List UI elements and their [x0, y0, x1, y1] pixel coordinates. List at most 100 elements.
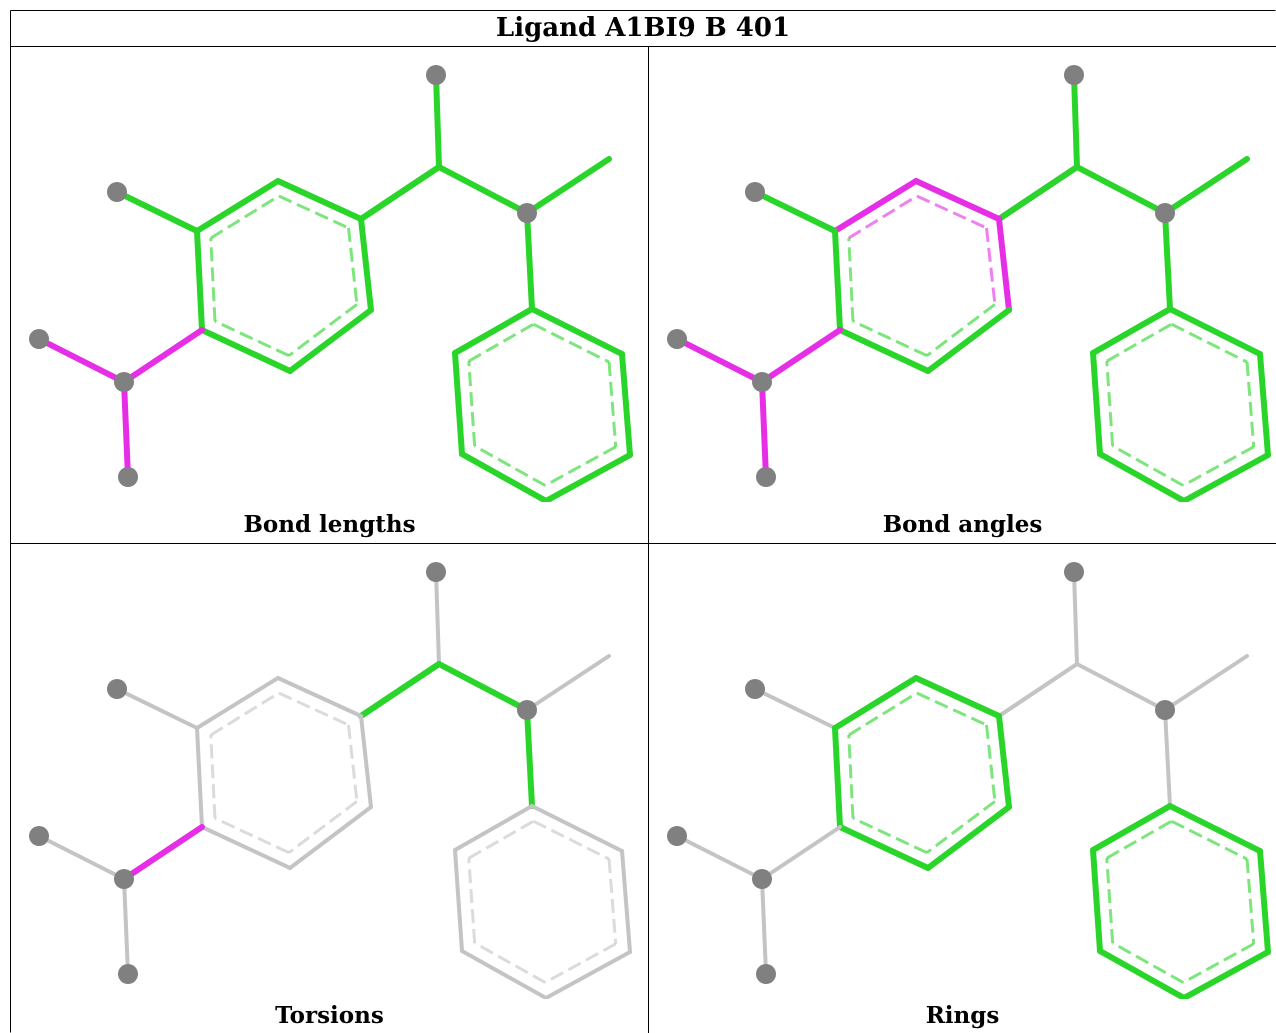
atom-h1 [29, 826, 49, 846]
aromatic-dash-b_r_3 [925, 303, 996, 357]
atom-h1 [29, 329, 49, 349]
aromatic-dash-b_s_4 [1105, 858, 1115, 944]
bond-b_s_3 [1097, 948, 1187, 999]
bond-b_s_5 [453, 804, 534, 852]
bond-b_r_0 [832, 675, 919, 731]
bond-b_h2 [121, 379, 131, 480]
bond-b_s_3 [459, 451, 549, 502]
aromatic-dash-b_r_5 [209, 237, 217, 322]
bond-b_c2 [1074, 164, 1168, 216]
aromatic-dash-b_r_4 [852, 816, 928, 854]
bond-b_c3 [1162, 156, 1250, 216]
bond-b_m1 [752, 189, 838, 234]
bond-b_c2 [436, 661, 530, 713]
bond-b_r_2 [996, 713, 1012, 810]
aromatic-dash-b_r_4 [214, 816, 290, 854]
atom-m1 [745, 182, 765, 202]
bond-b_s_1 [1257, 848, 1271, 955]
bond-b_r_4 [837, 327, 931, 374]
figure-frame: Ligand A1BI9 B 401 Bond lengths Bond ang… [10, 10, 1276, 1033]
atom-c4 [1155, 203, 1175, 223]
bond-b_s_0 [529, 306, 625, 357]
bond-b_h0 [760, 825, 842, 881]
bond-b_x2 [996, 164, 1080, 222]
bond-b_r_4 [837, 824, 931, 871]
aromatic-dash-b_s_2 [1182, 445, 1255, 487]
aromatic-dash-b_s_0 [1170, 819, 1248, 861]
atom-h2 [756, 964, 776, 984]
bond-b_r_3 [925, 307, 1012, 374]
panel-bond-lengths: Bond lengths [11, 47, 648, 543]
bond-b_s_0 [530, 804, 624, 853]
bond-b_s_3 [460, 949, 548, 999]
aromatic-dash-b_r_0 [209, 194, 280, 240]
bond-b_s_3 [1097, 451, 1187, 502]
bond-b_c3 [1163, 654, 1249, 712]
bond-b_r_4 [200, 825, 292, 870]
aromatic-dash-b_s_5 [468, 819, 535, 860]
bond-b_r_2 [358, 216, 374, 313]
atom-h2 [118, 964, 138, 984]
aromatic-dash-b_r_0 [209, 691, 280, 737]
bond-b_r_3 [288, 805, 373, 870]
bond-b_s_2 [544, 950, 632, 999]
aromatic-dash-b_r_1 [278, 691, 350, 727]
aromatic-dash-b_s_1 [607, 361, 618, 447]
aromatic-dash-b_r_2 [347, 724, 359, 802]
bond-b_c3 [524, 156, 612, 216]
aromatic-dash-b_s_2 [544, 942, 617, 984]
aromatic-dash-b_r_5 [209, 734, 217, 819]
aromatic-dash-b_r_0 [847, 691, 918, 737]
bond-b_s_5 [452, 306, 535, 356]
bond-b_h1 [36, 336, 127, 385]
bond-b_h0 [759, 327, 843, 385]
aromatic-dash-b_s_2 [1182, 942, 1255, 984]
aromatic-dash-b_s_3 [1111, 444, 1184, 487]
bond-b_r_0 [195, 676, 280, 730]
bond-b_r_2 [996, 216, 1012, 313]
bond-b_r_5 [832, 228, 843, 333]
bond-b_h1 [674, 336, 765, 385]
aromatic-dash-b_s_4 [467, 858, 477, 944]
bond-b_h0 [121, 824, 205, 882]
bond-b_r_1 [913, 178, 1002, 222]
bond-b_s_2 [1181, 949, 1271, 999]
aromatic-dash-b_r_2 [347, 227, 359, 305]
bond-b_x2 [358, 164, 442, 222]
atom-h1 [667, 826, 687, 846]
bond-b_s_5 [1090, 306, 1173, 356]
aromatic-dash-b_r_3 [287, 303, 358, 357]
aromatic-dash-b_s_3 [473, 941, 546, 984]
aromatic-dash-b_s_5 [1106, 819, 1173, 860]
aromatic-dash-b_s_1 [1245, 361, 1256, 447]
panel-torsions: Torsions [11, 544, 648, 1033]
molecule-torsions [29, 562, 632, 999]
bond-b_s_1 [620, 849, 632, 954]
bond-b_s_0 [1167, 306, 1263, 357]
atom-c1 [426, 65, 446, 85]
atom-n1 [752, 869, 772, 889]
aromatic-dash-b_s_3 [473, 444, 546, 487]
bond-b_h1 [675, 834, 764, 881]
atom-n1 [114, 372, 134, 392]
bond-b_r_4 [199, 327, 293, 374]
aromatic-dash-b_s_0 [1170, 322, 1248, 364]
caption-bond-angles: Bond angles [882, 511, 1043, 538]
bond-b_h0 [121, 327, 205, 385]
bond-b_m1 [114, 189, 200, 234]
atom-n1 [752, 372, 772, 392]
bond-b_c1 [434, 570, 441, 666]
atom-h1 [667, 329, 687, 349]
aromatic-dash-b_r_5 [847, 734, 855, 819]
bond-b_x2 [358, 661, 442, 719]
bond-b_c4 [524, 707, 535, 809]
bond-b_r_2 [359, 714, 373, 809]
bond-b_c1 [1071, 72, 1080, 170]
aromatic-dash-b_r_2 [985, 724, 997, 802]
atom-m1 [107, 182, 127, 202]
aromatic-dash-b_r_1 [916, 691, 988, 727]
bond-b_h2 [122, 877, 130, 976]
atom-c1 [426, 562, 446, 582]
bond-b_r_1 [275, 178, 364, 222]
aromatic-dash-b_r_0 [847, 194, 918, 240]
